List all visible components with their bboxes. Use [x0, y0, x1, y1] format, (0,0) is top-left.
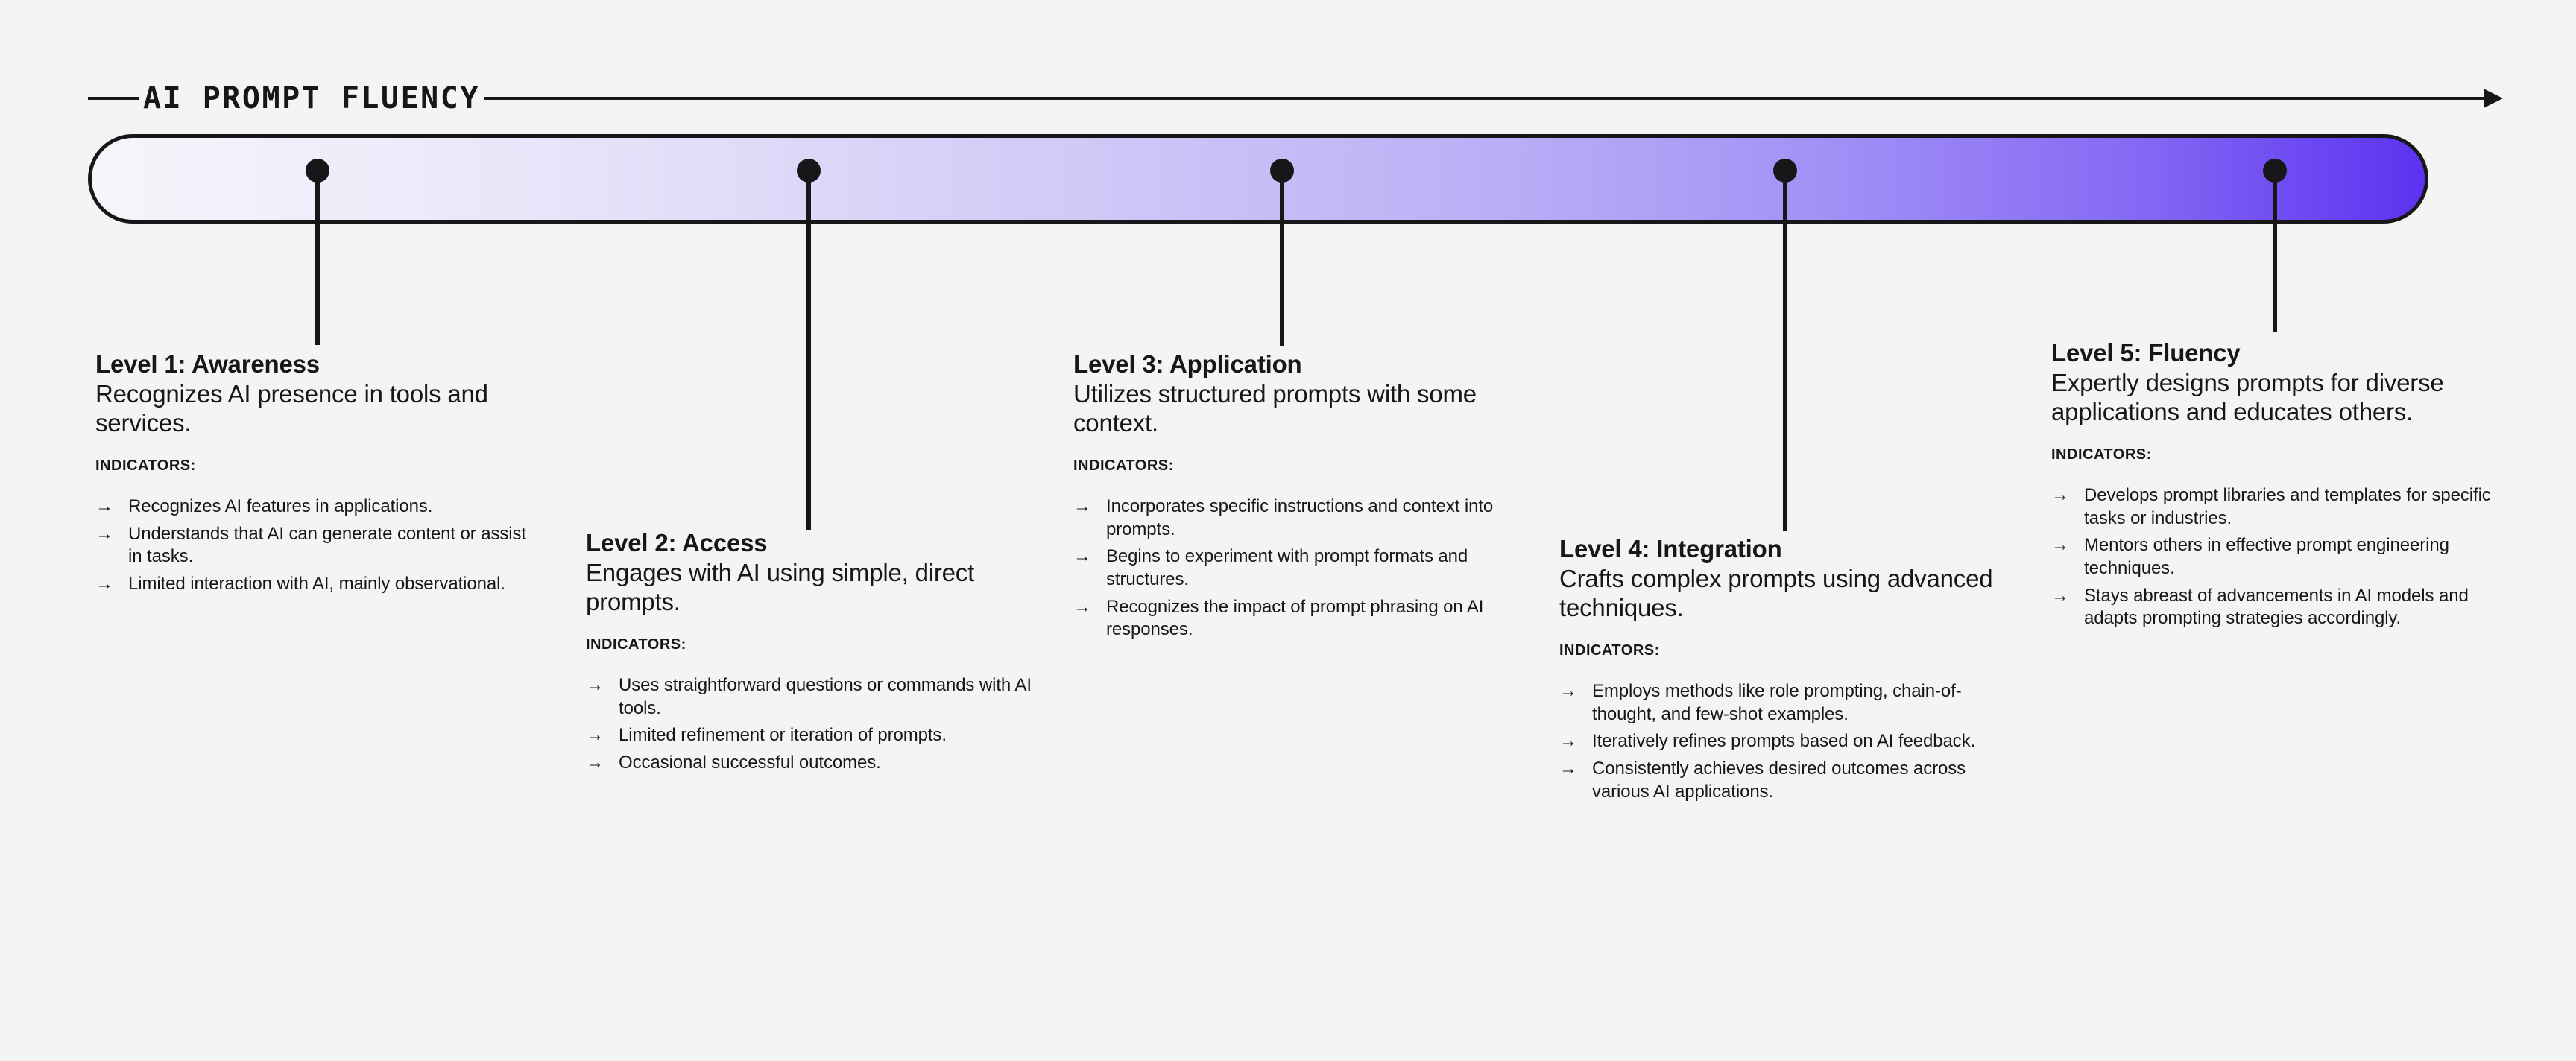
list-item: → Understands that AI can generate conte…	[95, 523, 543, 568]
list-item: → Stays abreast of advancements in AI mo…	[2051, 585, 2498, 630]
indicator-text: Recognizes AI features in applications.	[128, 495, 433, 516]
arrow-bullet-icon: →	[1073, 495, 1091, 516]
indicator-text: Occasional successful outcomes.	[619, 752, 881, 773]
level-description: Recognizes AI presence in tools and serv…	[95, 379, 488, 437]
arrow-bullet-icon: →	[2051, 535, 2069, 556]
page-title: AI PROMPT FLUENCY	[143, 81, 480, 115]
list-item: → Occasional successful outcomes.	[586, 752, 1033, 775]
indicator-list: → Recognizes AI features in applications…	[95, 495, 543, 596]
level-description: Utilizes structured prompts with some co…	[1073, 379, 1477, 437]
chart-title-row: AI PROMPT FLUENCY	[0, 82, 2576, 115]
list-item: → Incorporates specific instructions and…	[1073, 495, 1521, 541]
title-rule-right	[484, 97, 2484, 100]
list-item: → Employs methods like role prompting, c…	[1559, 680, 2007, 726]
arrow-bullet-icon: →	[1559, 731, 1577, 752]
level-title: Level 4: Integration	[1559, 535, 1782, 563]
list-item: → Uses straightforward questions or comm…	[586, 674, 1033, 720]
list-item: → Limited refinement or iteration of pro…	[586, 724, 1033, 747]
indicator-text: Uses straightforward questions or comman…	[619, 674, 1032, 718]
indicator-text: Understands that AI can generate content…	[128, 523, 526, 567]
arrow-bullet-icon: →	[1559, 680, 1577, 701]
list-item: → Recognizes the impact of prompt phrasi…	[1073, 596, 1521, 642]
list-item: → Begins to experiment with prompt forma…	[1073, 545, 1521, 591]
list-item: → Consistently achieves desired outcomes…	[1559, 758, 2007, 803]
level-block-3: Level 3: Application Utilizes structured…	[1073, 350, 1521, 646]
indicator-list: → Incorporates specific instructions and…	[1073, 495, 1521, 642]
indicators-label: INDICATORS:	[95, 457, 196, 474]
arrow-bullet-icon: →	[586, 752, 604, 773]
arrow-bullet-icon: →	[586, 725, 604, 746]
level-description: Engages with AI using simple, direct pro…	[586, 558, 975, 615]
indicator-text: Develops prompt libraries and templates …	[2084, 484, 2491, 528]
fluency-gradient-bar	[88, 134, 2428, 224]
marker-stem	[806, 171, 811, 530]
indicator-list: → Develops prompt libraries and template…	[2051, 484, 2498, 630]
arrow-bullet-icon: →	[95, 523, 113, 544]
arrow-bullet-icon: →	[1559, 758, 1577, 779]
level-description: Expertly designs prompts for diverse app…	[2051, 368, 2444, 425]
arrow-bullet-icon: →	[1073, 596, 1091, 617]
indicator-text: Limited interaction with AI, mainly obse…	[128, 573, 505, 594]
marker-stem	[1280, 171, 1284, 346]
list-item: → Recognizes AI features in applications…	[95, 495, 543, 519]
level-block-5: Level 5: Fluency Expertly designs prompt…	[2051, 339, 2498, 635]
title-rule-left	[88, 97, 139, 100]
level-description: Crafts complex prompts using advanced te…	[1559, 564, 1993, 621]
indicator-text: Begins to experiment with prompt formats…	[1106, 546, 1468, 589]
list-item: → Develops prompt libraries and template…	[2051, 484, 2498, 530]
arrow-bullet-icon: →	[95, 573, 113, 594]
indicators-label: INDICATORS:	[2051, 446, 2152, 463]
level-block-1: Level 1: Awareness Recognizes AI presenc…	[95, 350, 543, 601]
arrow-bullet-icon: →	[95, 495, 113, 516]
arrow-bullet-icon: →	[2051, 585, 2069, 606]
list-item: → Mentors others in effective prompt eng…	[2051, 534, 2498, 580]
marker-stem	[1783, 171, 1787, 531]
arrow-bullet-icon: →	[2051, 484, 2069, 505]
indicator-list: → Uses straightforward questions or comm…	[586, 674, 1033, 775]
level-title: Level 2: Access	[586, 529, 768, 557]
list-item: → Limited interaction with AI, mainly ob…	[95, 573, 543, 596]
level-title: Level 5: Fluency	[2051, 339, 2241, 367]
indicator-text: Employs methods like role prompting, cha…	[1592, 680, 1962, 724]
indicator-list: → Employs methods like role prompting, c…	[1559, 680, 2007, 804]
indicator-text: Iteratively refines prompts based on AI …	[1592, 731, 1976, 752]
indicator-text: Consistently achieves desired outcomes a…	[1592, 758, 1966, 802]
indicator-text: Mentors others in effective prompt engin…	[2084, 535, 2449, 578]
level-title: Level 1: Awareness	[95, 350, 320, 378]
level-block-4: Level 4: Integration Crafts complex prom…	[1559, 535, 2007, 808]
list-item: → Iteratively refines prompts based on A…	[1559, 730, 2007, 753]
indicators-label: INDICATORS:	[1559, 642, 1660, 659]
arrow-bullet-icon: →	[586, 674, 604, 695]
indicators-label: INDICATORS:	[1073, 457, 1174, 474]
arrow-right-icon	[2484, 89, 2503, 108]
indicator-text: Limited refinement or iteration of promp…	[619, 725, 947, 746]
marker-stem	[315, 171, 320, 345]
indicator-text: Stays abreast of advancements in AI mode…	[2084, 585, 2469, 629]
marker-stem	[2273, 171, 2277, 332]
level-block-2: Level 2: Access Engages with AI using si…	[586, 529, 1033, 779]
arrow-bullet-icon: →	[1073, 546, 1091, 567]
indicator-text: Recognizes the impact of prompt phrasing…	[1106, 596, 1484, 640]
indicators-label: INDICATORS:	[586, 636, 686, 653]
indicator-text: Incorporates specific instructions and c…	[1106, 495, 1494, 539]
level-title: Level 3: Application	[1073, 350, 1302, 378]
